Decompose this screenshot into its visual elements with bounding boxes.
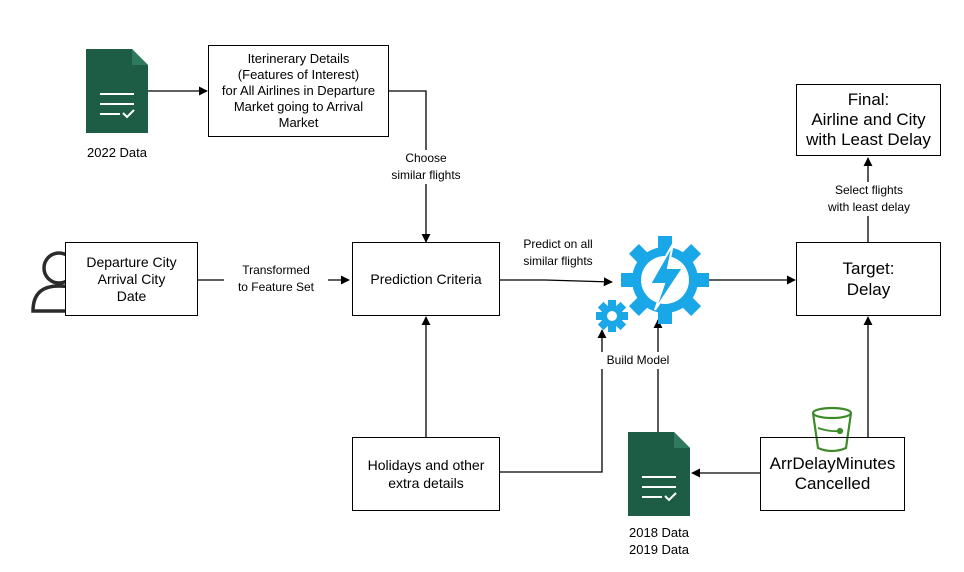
machine-learning-gears-icon <box>596 236 709 332</box>
edge-label-choose-similar: Choose similar flights <box>378 150 474 184</box>
holidays-box: Holidays and other extra details <box>352 437 500 511</box>
edge-holidays-to-model <box>500 329 607 473</box>
arr-delay-text: ArrDelayMinutes Cancelled <box>769 454 896 493</box>
connectors <box>148 86 873 478</box>
caption-2018-2019-data: 2018 Data 2019 Data <box>629 525 689 557</box>
final-box: Final: Airline and City with Least Delay <box>796 84 941 156</box>
document-check-icon <box>86 49 148 133</box>
prediction-criteria-text: Prediction Criteria <box>370 270 482 287</box>
holidays-text: Holidays and other extra details <box>367 457 485 491</box>
target-box: Target: Delay <box>796 242 941 316</box>
final-text: Final: Airline and City with Least Delay <box>806 90 931 149</box>
edge-prediction-to-model <box>500 277 613 287</box>
edge-label-select-least: Select flights with least delay <box>814 182 924 216</box>
user-input-text: Departure City Arrival City Date <box>86 253 177 304</box>
prediction-criteria-box: Prediction Criteria <box>352 242 500 316</box>
caption-2022-data: 2022 Data <box>87 145 147 160</box>
edge-label-predict-all: Predict on all similar flights <box>510 236 606 270</box>
document-check-icon <box>628 432 690 516</box>
arr-delay-box: ArrDelayMinutes Cancelled <box>760 437 905 511</box>
itinerary-details-box: Iterinerary Details (Features of Interes… <box>208 45 389 137</box>
edge-itinerary-to-prediction <box>389 90 431 243</box>
itinerary-details-text: Iterinerary Details (Features of Interes… <box>221 51 376 130</box>
user-input-box: Departure City Arrival City Date <box>65 242 198 316</box>
target-text: Target: Delay <box>842 259 895 299</box>
edge-label-transformed: Transformed to Feature Set <box>224 262 328 296</box>
storage-bucket-icon <box>811 406 853 453</box>
edge-label-build-model: Build Model <box>600 352 676 369</box>
